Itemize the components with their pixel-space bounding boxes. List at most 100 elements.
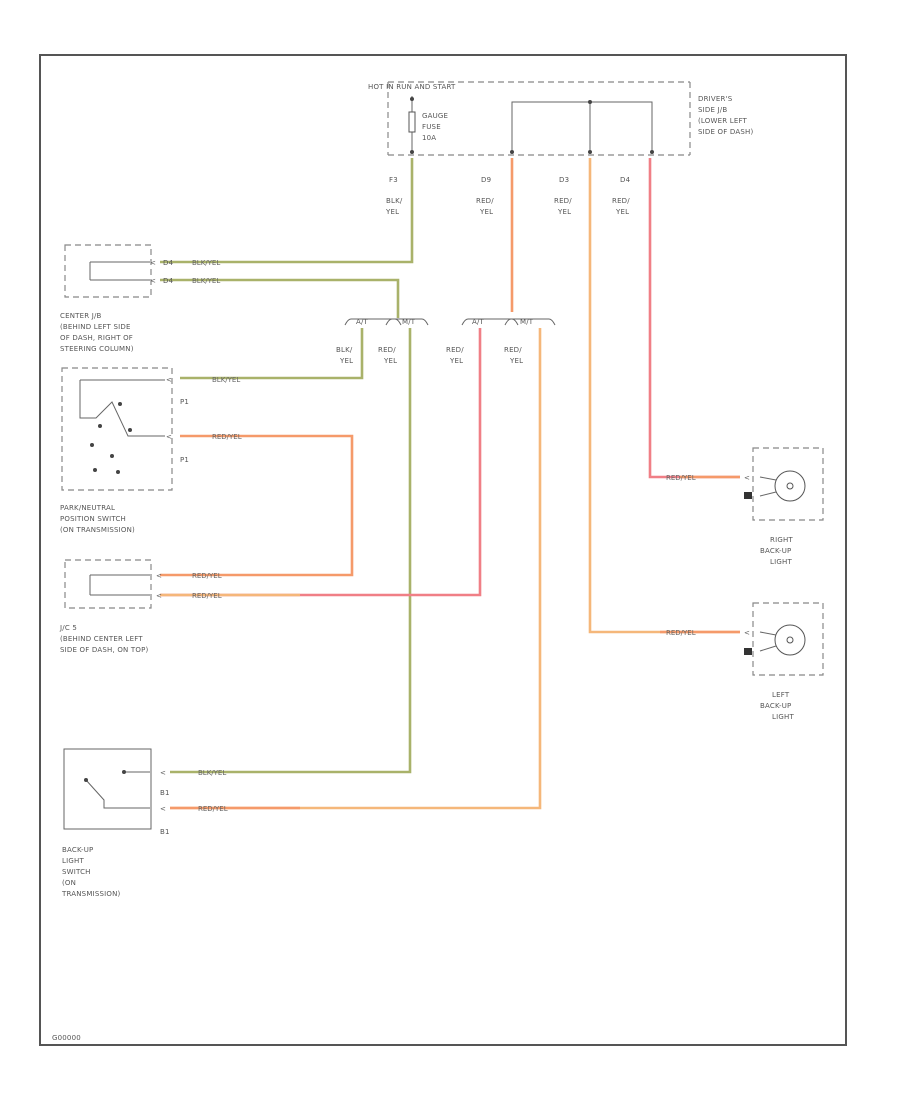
- svg-text:BACK-UP: BACK-UP: [62, 846, 93, 854]
- svg-text:RED/: RED/: [554, 197, 572, 205]
- svg-text:RED/YEL: RED/YEL: [212, 433, 242, 441]
- svg-text:<: <: [166, 376, 172, 384]
- svg-text:(BEHIND CENTER LEFT: (BEHIND CENTER LEFT: [60, 635, 143, 643]
- svg-text:YEL: YEL: [557, 208, 571, 216]
- svg-text:POSITION SWITCH: POSITION SWITCH: [60, 515, 126, 523]
- svg-text:BLK/: BLK/: [386, 197, 403, 205]
- svg-text:<: <: [156, 572, 162, 580]
- right-ground-icon: [744, 492, 752, 499]
- svg-text:SIDE J/B: SIDE J/B: [698, 106, 727, 114]
- svg-text:D4: D4: [163, 259, 174, 267]
- svg-text:<: <: [744, 474, 750, 482]
- jc5-box: [64, 559, 152, 609]
- left-ground-icon: [744, 648, 752, 655]
- svg-text:DRIVER'S: DRIVER'S: [698, 95, 733, 103]
- svg-text:CENTER J/B: CENTER J/B: [60, 312, 102, 320]
- svg-text:RED/: RED/: [504, 346, 522, 354]
- svg-text:<: <: [160, 805, 166, 813]
- backup-switch-contact: [85, 779, 150, 809]
- wire-red-yel-d4: [648, 158, 740, 479]
- splice-1: [344, 318, 402, 326]
- svg-text:YEL: YEL: [479, 208, 493, 216]
- svg-text:(BEHIND LEFT SIDE: (BEHIND LEFT SIDE: [60, 323, 131, 331]
- svg-text:YEL: YEL: [385, 208, 399, 216]
- diagram-code: G00000: [52, 1034, 81, 1042]
- svg-text:RED/: RED/: [378, 346, 396, 354]
- splice-2: [461, 318, 519, 326]
- svg-text:J/C 5: J/C 5: [59, 624, 77, 632]
- svg-text:STEERING COLUMN): STEERING COLUMN): [60, 345, 134, 353]
- svg-text:BACK-UP: BACK-UP: [760, 547, 791, 555]
- svg-text:BACK-UP: BACK-UP: [760, 702, 791, 710]
- right-bulb-icon: [774, 470, 806, 502]
- svg-text:A/T: A/T: [356, 318, 369, 326]
- svg-text:OF DASH, RIGHT OF: OF DASH, RIGHT OF: [60, 334, 133, 342]
- wire-red-yel-mt: [170, 328, 542, 810]
- park-switch-box: [61, 367, 173, 491]
- svg-text:<: <: [156, 592, 162, 600]
- svg-text:<: <: [150, 277, 156, 285]
- backup-switch-box: [63, 748, 152, 830]
- svg-text:LEFT: LEFT: [772, 691, 790, 699]
- fuse-symbol: [408, 111, 416, 133]
- svg-text:RIGHT: RIGHT: [770, 536, 793, 544]
- wire-blk-yel-cjb: [160, 278, 400, 318]
- svg-text:D4: D4: [163, 277, 174, 285]
- svg-text:F3: F3: [389, 176, 398, 184]
- svg-text:PARK/NEUTRAL: PARK/NEUTRAL: [60, 504, 115, 512]
- svg-text:BLK/YEL: BLK/YEL: [192, 277, 220, 285]
- svg-text:P1: P1: [180, 398, 189, 406]
- svg-text:FUSE: FUSE: [422, 123, 441, 131]
- svg-text:LIGHT: LIGHT: [770, 558, 792, 566]
- svg-text:M/T: M/T: [520, 318, 534, 326]
- left-bulb-icon: [774, 624, 806, 656]
- svg-text:M/T: M/T: [402, 318, 416, 326]
- wire-blk-yel-park: [180, 328, 364, 380]
- svg-text:SWITCH: SWITCH: [62, 868, 91, 876]
- wire-blk-yel-backup: [170, 328, 412, 774]
- left-light-box: [752, 602, 824, 676]
- svg-text:(ON: (ON: [62, 879, 76, 887]
- svg-text:BLK/: BLK/: [336, 346, 353, 354]
- svg-text:(ON TRANSMISSION): (ON TRANSMISSION): [60, 526, 135, 534]
- svg-text:<: <: [166, 433, 172, 441]
- svg-text:RED/: RED/: [476, 197, 494, 205]
- svg-text:RED/YEL: RED/YEL: [192, 572, 222, 580]
- svg-text:(LOWER LEFT: (LOWER LEFT: [698, 117, 748, 125]
- center-jb-box: [64, 244, 152, 298]
- svg-text:D9: D9: [481, 176, 491, 184]
- svg-text:RED/YEL: RED/YEL: [666, 474, 696, 482]
- svg-text:TRANSMISSION): TRANSMISSION): [61, 890, 121, 898]
- svg-text:GAUGE: GAUGE: [422, 112, 448, 120]
- svg-text:LIGHT: LIGHT: [772, 713, 794, 721]
- svg-text:RED/: RED/: [612, 197, 630, 205]
- park-switch-contact: [79, 380, 165, 437]
- svg-text:RED/YEL: RED/YEL: [666, 629, 696, 637]
- svg-text:YEL: YEL: [449, 357, 463, 365]
- hot-label: HOT IN RUN AND START: [368, 83, 456, 91]
- svg-text:YEL: YEL: [339, 357, 353, 365]
- svg-text:<: <: [160, 769, 166, 777]
- wire-blk-yel-f3: [160, 158, 414, 264]
- svg-text:BLK/YEL: BLK/YEL: [192, 259, 220, 267]
- svg-text:YEL: YEL: [615, 208, 629, 216]
- svg-text:SIDE OF DASH, ON TOP): SIDE OF DASH, ON TOP): [60, 646, 148, 654]
- svg-text:D3: D3: [559, 176, 569, 184]
- svg-text:<: <: [744, 629, 750, 637]
- svg-text:10A: 10A: [422, 134, 436, 142]
- svg-text:P1: P1: [180, 456, 189, 464]
- jb-internal-bus: [511, 101, 653, 150]
- svg-text:B1: B1: [160, 828, 170, 836]
- svg-text:RED/: RED/: [446, 346, 464, 354]
- svg-text:<: <: [150, 259, 156, 267]
- wire-red-yel-at: [160, 328, 482, 597]
- svg-text:RED/YEL: RED/YEL: [192, 592, 222, 600]
- svg-text:YEL: YEL: [383, 357, 397, 365]
- right-light-box: [752, 447, 824, 521]
- svg-text:LIGHT: LIGHT: [62, 857, 84, 865]
- wire-red-yel-park-jc5: [160, 434, 354, 577]
- svg-text:SIDE OF DASH): SIDE OF DASH): [698, 128, 753, 136]
- svg-text:BLK/YEL: BLK/YEL: [198, 769, 226, 777]
- svg-text:A/T: A/T: [472, 318, 485, 326]
